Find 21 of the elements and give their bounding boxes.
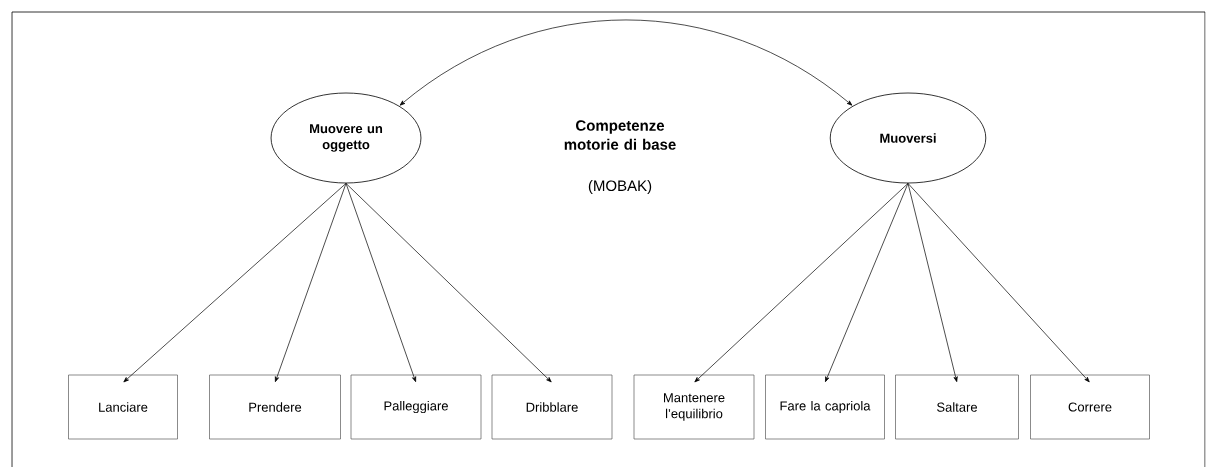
arrow (345, 183, 417, 383)
arrow (907, 183, 958, 382)
process-box: Mantenere l’equilibrio (633, 374, 755, 440)
subtitle-text: (MOBAK) (588, 180, 652, 194)
title-text: Competenze motorie di base (564, 120, 676, 150)
process-box: Palleggiare (350, 374, 482, 440)
arrow (694, 183, 909, 383)
ellipse-node: Muovere un oggetto (270, 92, 422, 184)
arrow (907, 183, 1090, 383)
process-box: Correre (1030, 374, 1150, 440)
process-box: Prendere (209, 374, 341, 440)
ellipse-node: Muoversi (829, 92, 987, 184)
arrow (345, 183, 552, 383)
arrow (123, 183, 347, 383)
arrow (399, 19, 853, 106)
process-box: Lanciare (68, 374, 178, 440)
process-box: Dribblare (491, 374, 613, 440)
arrow (825, 183, 909, 383)
process-box: Fare la capriola (765, 374, 885, 440)
process-box: Saltare (895, 374, 1019, 440)
arrow (275, 183, 347, 383)
